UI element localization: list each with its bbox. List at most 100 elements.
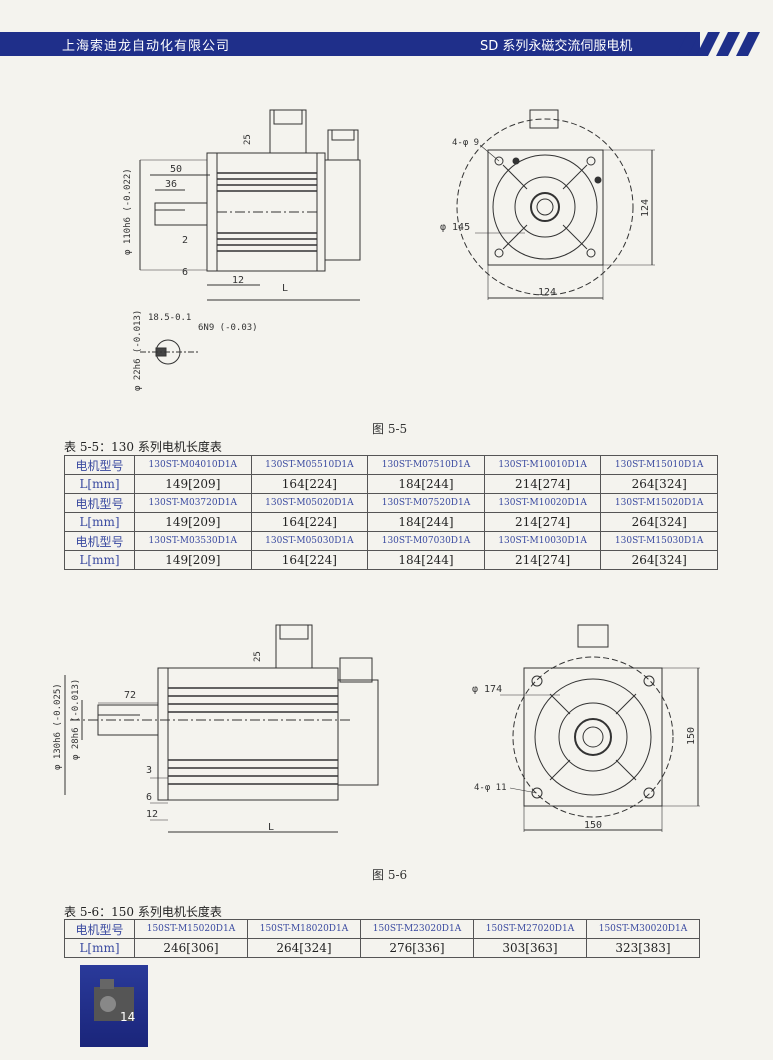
page-header: 上海索迪龙自动化有限公司 SD 系列永磁交流伺服电机 <box>0 32 773 56</box>
fig1-key-width: 6N9 (-0.03) <box>198 323 258 333</box>
fig1-dim-36: 36 <box>165 179 177 190</box>
model-cell: 130ST-M15030D1A <box>600 531 718 551</box>
fig1-front-view: 4-φ 9 φ 145 124 124 <box>430 105 670 320</box>
length-cell: 264[324] <box>600 474 718 494</box>
fig2-dim-25: 25 <box>253 651 263 662</box>
fig1-side-view: 50 36 25 2 6 12 L φ 110h6 (-0.022) 18.5-… <box>100 95 400 400</box>
model-label-cell: 电机型号 <box>64 531 135 551</box>
table1-length-row: L[mm]149[209]164[224]184[244]214[274]264… <box>64 474 718 494</box>
length-cell: 184[244] <box>367 512 485 532</box>
model-cell: 130ST-M05030D1A <box>250 531 369 551</box>
model-cell: 150ST-M27020D1A <box>473 919 587 939</box>
model-label-cell: 电机型号 <box>64 493 135 513</box>
fig1-holes: 4-φ 9 <box>452 138 479 148</box>
length-cell: 164[224] <box>250 474 369 494</box>
fig1-shaft-small: φ 22h6 (-0.013) <box>133 310 143 391</box>
length-cell: 323[383] <box>586 938 700 958</box>
model-cell: 130ST-M10030D1A <box>483 531 602 551</box>
fig2-dim-6: 6 <box>146 792 152 803</box>
fig2-caption: 图 5-6 <box>372 868 408 882</box>
company-name: 上海索迪龙自动化有限公司 <box>62 39 231 54</box>
length-cell: 264[324] <box>247 938 361 958</box>
length-cell: 276[336] <box>360 938 474 958</box>
fig1-shaft-dia: φ 110h6 (-0.022) <box>123 168 133 255</box>
motor-thumbnail <box>80 965 148 1047</box>
fig1-dim-25: 25 <box>243 134 253 145</box>
motor-image <box>94 979 134 1021</box>
fig1-key-len: 18.5-0.1 <box>148 313 191 323</box>
model-cell: 130ST-M03720D1A <box>134 493 252 513</box>
model-cell: 130ST-M04010D1A <box>134 455 252 475</box>
model-cell: 130ST-M07030D1A <box>367 531 485 551</box>
model-cell: 130ST-M05510D1A <box>250 455 369 475</box>
fig2-dim-12: 12 <box>146 809 158 820</box>
length-label-cell: L[mm] <box>64 550 135 570</box>
fig2-front-view: φ 174 4-φ 11 150 150 <box>470 620 710 840</box>
fig2-side-view: 72 25 3 6 12 L φ 130h6 (-0.025) φ 28h6 (… <box>50 620 390 840</box>
length-cell: 214[274] <box>483 512 602 532</box>
fig2-dim-72: 72 <box>124 690 136 701</box>
length-cell: 184[244] <box>367 550 485 570</box>
fig2-holes: 4-φ 11 <box>474 783 507 793</box>
length-label-cell: L[mm] <box>64 938 135 958</box>
series-title: SD 系列永磁交流伺服电机 <box>480 39 633 54</box>
model-cell: 130ST-M15010D1A <box>600 455 718 475</box>
table1-title: 表 5-5：130 系列电机长度表 <box>64 440 222 454</box>
fig1-pcd: φ 145 <box>440 222 470 233</box>
header-stripes <box>676 32 760 56</box>
length-cell: 303[363] <box>473 938 587 958</box>
model-cell: 130ST-M03530D1A <box>134 531 252 551</box>
model-cell: 150ST-M15020D1A <box>134 919 248 939</box>
fig1-key-section <box>140 330 210 380</box>
model-cell: 150ST-M30020D1A <box>586 919 700 939</box>
model-label-cell: 电机型号 <box>64 455 135 475</box>
length-label-cell: L[mm] <box>64 474 135 494</box>
model-cell: 130ST-M10020D1A <box>483 493 602 513</box>
model-cell: 130ST-M15020D1A <box>600 493 718 513</box>
table1-length-row: L[mm]149[209]164[224]184[244]214[274]264… <box>64 550 718 570</box>
fig1-dim-12: 12 <box>232 275 244 286</box>
fig2-shaft-small: φ 28h6 (-0.013) <box>71 679 81 760</box>
fig1-dim-2: 2 <box>182 235 188 246</box>
table2-length-row: L[mm]246[306]264[324]276[336]303[363]323… <box>64 938 700 958</box>
length-cell: 264[324] <box>600 512 718 532</box>
length-cell: 164[224] <box>250 512 369 532</box>
table1-length-row: L[mm]149[209]164[224]184[244]214[274]264… <box>64 512 718 532</box>
model-cell: 150ST-M18020D1A <box>247 919 361 939</box>
model-cell: 150ST-M23020D1A <box>360 919 474 939</box>
model-label-cell: 电机型号 <box>64 919 135 939</box>
length-cell: 246[306] <box>134 938 248 958</box>
fig2-side-v: 150 <box>686 727 697 745</box>
fig1-dim-L: L <box>282 283 288 294</box>
page-number: 14 <box>120 1010 136 1024</box>
fig2-pcd: φ 174 <box>472 684 502 695</box>
fig1-dim-6: 6 <box>182 267 188 278</box>
length-cell: 164[224] <box>250 550 369 570</box>
header-bar <box>0 32 700 56</box>
fig2-dim-3: 3 <box>146 765 152 776</box>
table2-title: 表 5-6：150 系列电机长度表 <box>64 905 222 919</box>
length-label-cell: L[mm] <box>64 512 135 532</box>
fig2-side-h: 150 <box>584 820 602 831</box>
model-cell: 130ST-M10010D1A <box>483 455 602 475</box>
fig1-side-v: 124 <box>640 199 651 217</box>
length-cell: 149[209] <box>134 512 252 532</box>
fig2-dim-L: L <box>268 822 274 833</box>
fig2-shaft-dia: φ 130h6 (-0.025) <box>53 683 63 770</box>
length-cell: 264[324] <box>600 550 718 570</box>
length-cell: 149[209] <box>134 550 252 570</box>
fig1-caption: 图 5-5 <box>372 422 408 436</box>
fig1-side-h: 124 <box>538 287 556 298</box>
length-cell: 184[244] <box>367 474 485 494</box>
length-cell: 214[274] <box>483 474 602 494</box>
length-cell: 149[209] <box>134 474 252 494</box>
model-cell: 130ST-M07520D1A <box>367 493 485 513</box>
length-cell: 214[274] <box>483 550 602 570</box>
model-cell: 130ST-M05020D1A <box>250 493 369 513</box>
